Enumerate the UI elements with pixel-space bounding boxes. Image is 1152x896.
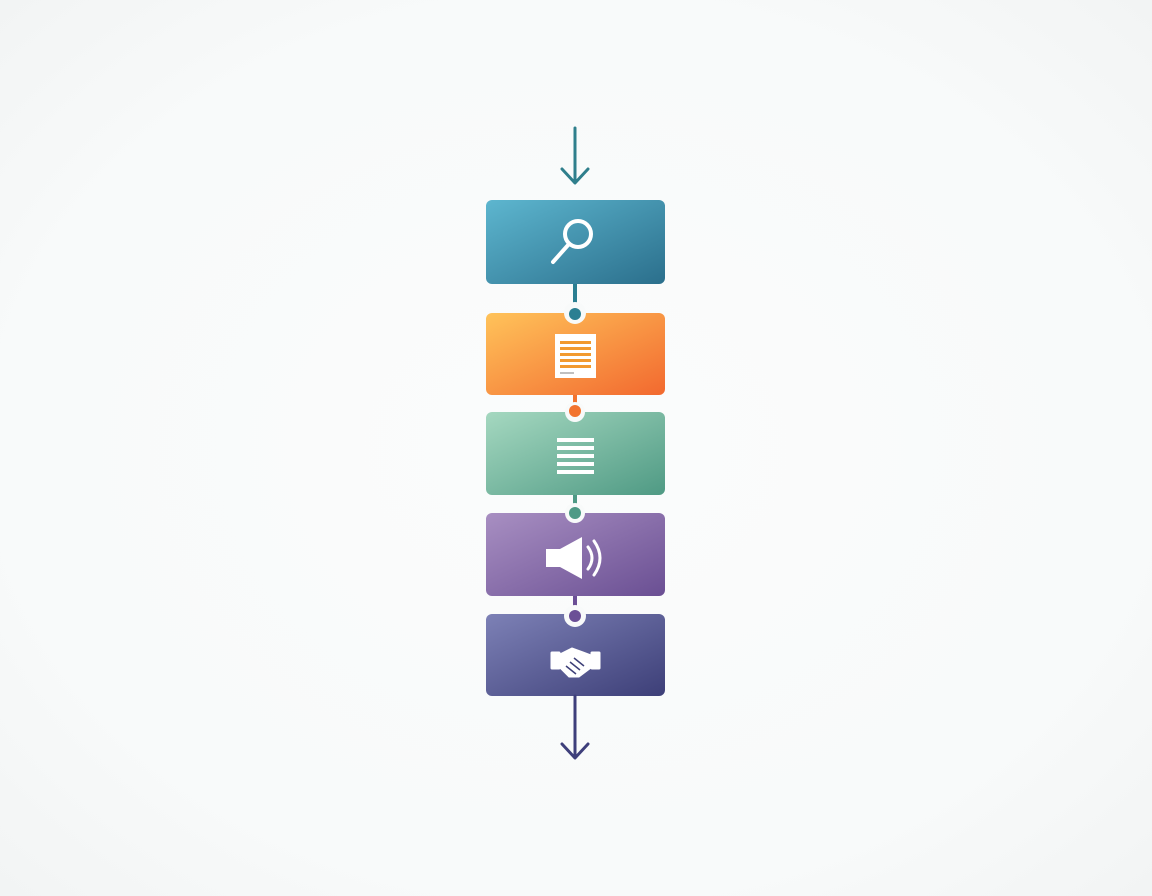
step-5-box	[486, 605, 665, 696]
step-2-box	[486, 302, 665, 395]
step-1-box	[486, 200, 665, 284]
step-4-box	[486, 503, 665, 596]
megaphone-icon	[546, 537, 602, 579]
document-icon	[555, 334, 596, 378]
magnifier-icon	[551, 219, 593, 264]
handshake-icon	[550, 647, 601, 678]
list-icon	[557, 438, 594, 474]
step-3-box	[486, 402, 665, 495]
top-arrow-icon	[560, 126, 590, 185]
bottom-arrow-icon	[560, 694, 590, 760]
